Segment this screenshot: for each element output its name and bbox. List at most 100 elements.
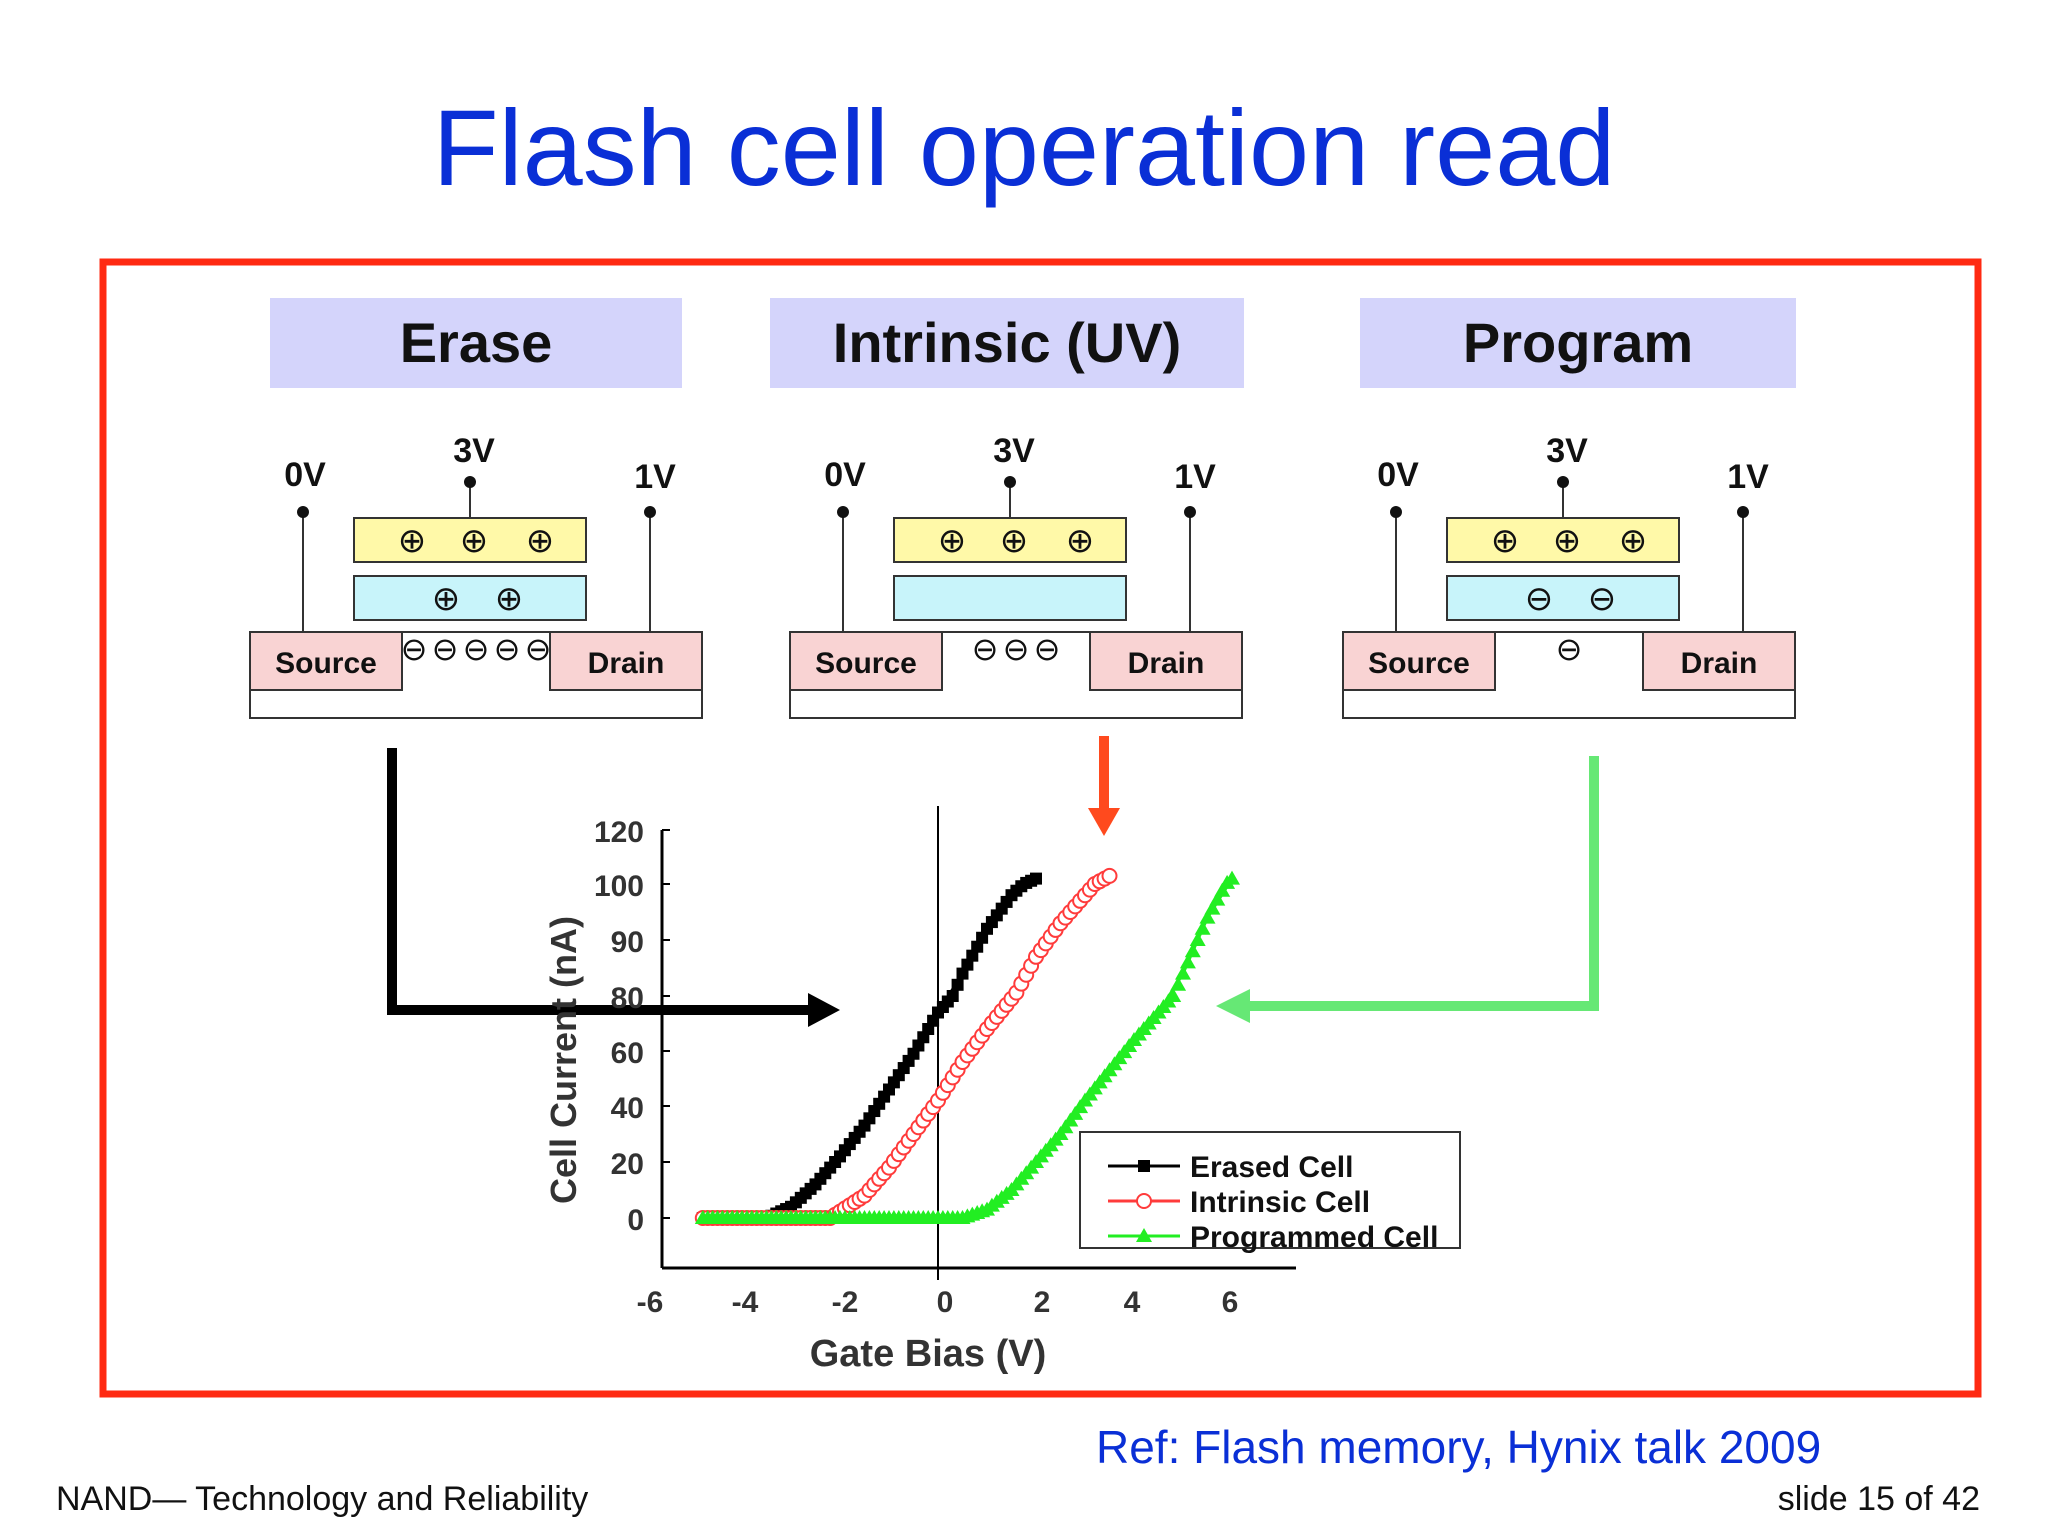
drain-label: Drain — [1681, 647, 1758, 680]
legend-item: Intrinsic Cell — [1108, 1186, 1370, 1219]
slide-title: Flash cell operation read — [432, 87, 1616, 208]
source-voltage: 0V — [1377, 456, 1419, 494]
legend-box — [1079, 1131, 1461, 1249]
series-circle-open — [694, 867, 1118, 1226]
footer-slide-number: slide 15 of 42 — [1777, 1480, 1980, 1518]
cell-header-box — [270, 298, 682, 388]
footer-course-title: NAND— Technology and Reliability — [56, 1480, 589, 1518]
triangle-marker — [1184, 943, 1201, 958]
square-marker — [1138, 1160, 1150, 1172]
triangle-marker — [1136, 1228, 1152, 1242]
gate-charge: ⊕ — [1000, 521, 1029, 561]
drain-region — [549, 631, 703, 691]
drain-voltage: 1V — [1727, 458, 1769, 496]
erase-to-curve-arrow — [387, 748, 840, 1027]
channel-charge: ⊖ — [494, 630, 521, 668]
intrinsic-to-curve-arrow — [1088, 736, 1120, 836]
contact-dot — [297, 506, 309, 518]
channel-charge: ⊖ — [972, 630, 999, 668]
x-tick-label: -2 — [832, 1286, 859, 1319]
cell-header-box — [1360, 298, 1796, 388]
triangle-marker — [1199, 909, 1216, 924]
contact-dot — [464, 476, 476, 488]
floating-charge: ⊕ — [432, 579, 461, 619]
contact-dot — [1557, 476, 1569, 488]
gate-charge: ⊕ — [398, 521, 427, 561]
channel-charge: ⊖ — [1034, 630, 1061, 668]
source-voltage: 0V — [284, 456, 326, 494]
contact-dot — [1390, 506, 1402, 518]
red-frame — [99, 258, 1982, 1398]
source-region — [789, 631, 943, 691]
gate-charge: ⊕ — [526, 521, 555, 561]
circle-marker — [1136, 1193, 1152, 1209]
triangle-marker — [1179, 954, 1196, 969]
circle-marker — [1101, 867, 1118, 884]
gate-charge: ⊕ — [1619, 521, 1648, 561]
drain-label: Drain — [588, 647, 665, 680]
source-region — [1342, 631, 1496, 691]
source-label: Source — [815, 647, 917, 680]
gate-voltage: 3V — [1546, 432, 1588, 470]
y-tick-label: 20 — [611, 1148, 644, 1181]
legend-label: Intrinsic Cell — [1190, 1186, 1370, 1219]
contact-dot — [1004, 476, 1016, 488]
channel-charge: ⊖ — [463, 630, 490, 668]
channel-charge: ⊖ — [401, 630, 428, 668]
gate-voltage: 3V — [453, 432, 495, 470]
triangle-marker — [1209, 891, 1226, 906]
gate-voltage: 3V — [993, 432, 1035, 470]
channel-charge: ⊖ — [432, 630, 459, 668]
x-tick-label: -4 — [732, 1286, 759, 1319]
y-tick-label: 0 — [627, 1204, 644, 1237]
triangle-marker — [1194, 920, 1211, 935]
floating-gate — [353, 575, 587, 621]
source-region — [249, 631, 403, 691]
x-tick-label: -6 — [637, 1286, 664, 1319]
square-marker — [1030, 872, 1042, 885]
x-tick-label: 2 — [1034, 1286, 1051, 1319]
source-label: Source — [275, 647, 377, 680]
y-tick-label: 80 — [611, 982, 644, 1015]
x-tick-label: 0 — [937, 1286, 954, 1319]
triangle-marker — [1214, 882, 1231, 897]
triangle-marker — [1189, 932, 1206, 946]
gate-charge: ⊕ — [1553, 521, 1582, 561]
gate-charge: ⊕ — [1066, 521, 1095, 561]
square-marker — [951, 978, 964, 991]
floating-gate — [1446, 575, 1680, 621]
triangle-marker — [1204, 900, 1221, 915]
gate-charge: ⊕ — [938, 521, 967, 561]
y-tick-label: 40 — [611, 1092, 644, 1125]
series-square — [696, 872, 1042, 1224]
floating-charge: ⊕ — [495, 579, 524, 619]
y-tick-label: 120 — [594, 816, 644, 849]
contact-dot — [644, 506, 656, 518]
drain-region — [1089, 631, 1243, 691]
channel-charge: ⊖ — [1003, 630, 1030, 668]
channel-charge: ⊖ — [525, 630, 552, 668]
triangle-marker — [1224, 870, 1240, 885]
reference-note: Ref: Flash memory, Hynix talk 2009 — [1096, 1421, 1822, 1473]
source-voltage: 0V — [824, 456, 866, 494]
gate-charge: ⊕ — [460, 521, 489, 561]
cell-header-box — [770, 298, 1244, 388]
y-tick-label: 60 — [611, 1037, 644, 1070]
chart-series — [694, 867, 1240, 1226]
control-gate — [1446, 517, 1680, 563]
x-axis-label: Gate Bias (V) — [810, 1333, 1047, 1375]
floating-gate — [893, 575, 1127, 621]
y-axis-label: Cell Current (nA) — [543, 916, 584, 1204]
channel-charge: ⊖ — [1556, 630, 1583, 668]
source-label: Source — [1368, 647, 1470, 680]
y-tick-label: 90 — [611, 926, 644, 959]
legend-label: Erased Cell — [1190, 1151, 1353, 1184]
